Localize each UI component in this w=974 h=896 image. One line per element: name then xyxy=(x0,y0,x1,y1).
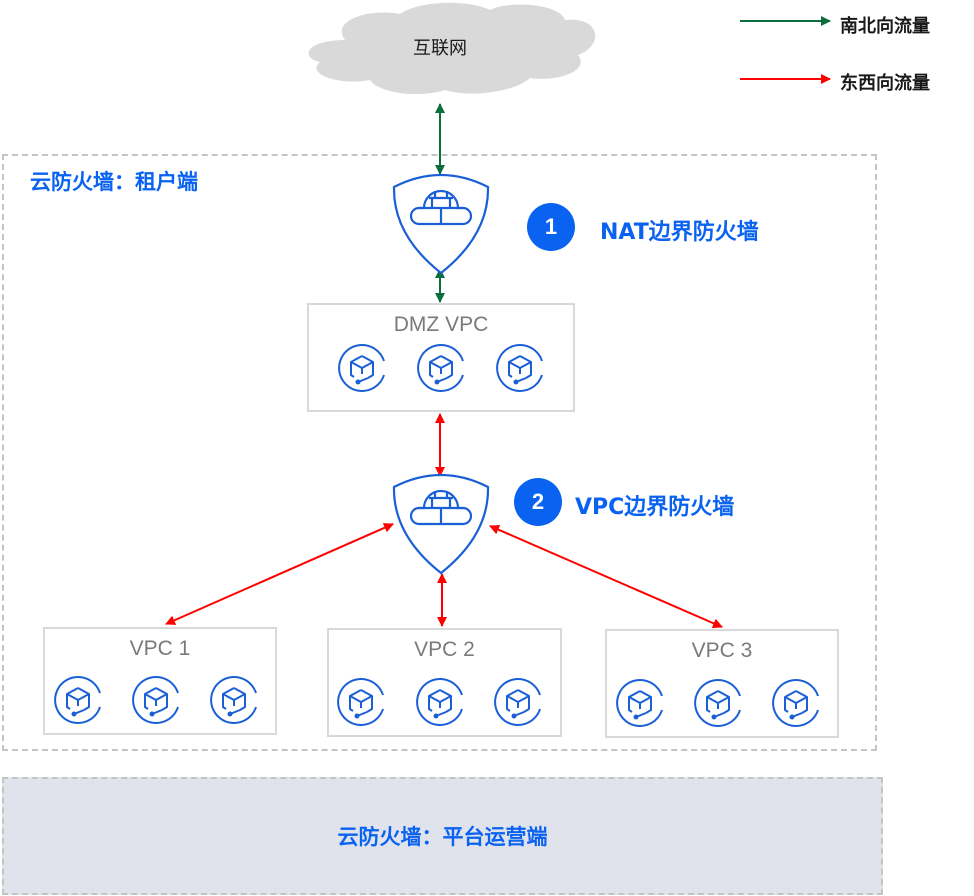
vpc-title: VPC 2 xyxy=(414,638,475,661)
cloud-instance-icon xyxy=(694,679,741,727)
cloud-instance-icon xyxy=(54,676,102,724)
platform-zone-title: 云防火墙：平台运营端 xyxy=(337,825,548,849)
cloud-instance-icon xyxy=(416,678,463,726)
platform-zone: 云防火墙：平台运营端 xyxy=(2,777,883,895)
tenant-zone-title: 云防火墙：租户端 xyxy=(30,170,198,194)
firewall-badge-1: 1 xyxy=(527,203,575,251)
cloud-instance-icon xyxy=(496,344,543,392)
nat-firewall-shield-icon xyxy=(392,173,490,275)
vpc-box-2: VPC 2 xyxy=(327,628,562,737)
vpc-box-dmz: DMZ VPC xyxy=(307,303,575,412)
legend-label-east-west: 东西向流量 xyxy=(840,73,930,94)
firewall-label-vpc: VPC边界防火墙 xyxy=(575,495,735,520)
cloud-instance-icon xyxy=(417,344,464,392)
vpc-box-1: VPC 1 xyxy=(43,627,277,735)
firewall-label-nat: NAT边界防火墙 xyxy=(600,220,759,245)
legend-label-north-south: 南北向流量 xyxy=(840,16,930,37)
cloud-instance-icon xyxy=(210,676,257,724)
arrow-vpc-fw-vpc1 xyxy=(165,523,394,625)
vpc-firewall-shield-icon xyxy=(392,473,490,575)
firewall-badge-2: 2 xyxy=(514,478,562,526)
vpc-title: VPC 3 xyxy=(691,639,753,662)
cloud-instance-icon xyxy=(132,676,179,724)
internet-cloud xyxy=(308,2,596,95)
arrow-vpc-fw-vpc3 xyxy=(489,525,723,628)
cloud-instance-icon xyxy=(616,679,663,727)
internet-label: 互联网 xyxy=(413,38,467,59)
cloud-instance-icon xyxy=(772,679,819,727)
cloud-instance-icon xyxy=(338,344,385,392)
cloud-instance-icon xyxy=(494,678,541,726)
vpc-box-3: VPC 3 xyxy=(605,629,839,738)
cloud-instance-icon xyxy=(337,678,384,726)
vpc-title: DMZ VPC xyxy=(393,313,489,336)
vpc-title: VPC 1 xyxy=(129,637,191,660)
